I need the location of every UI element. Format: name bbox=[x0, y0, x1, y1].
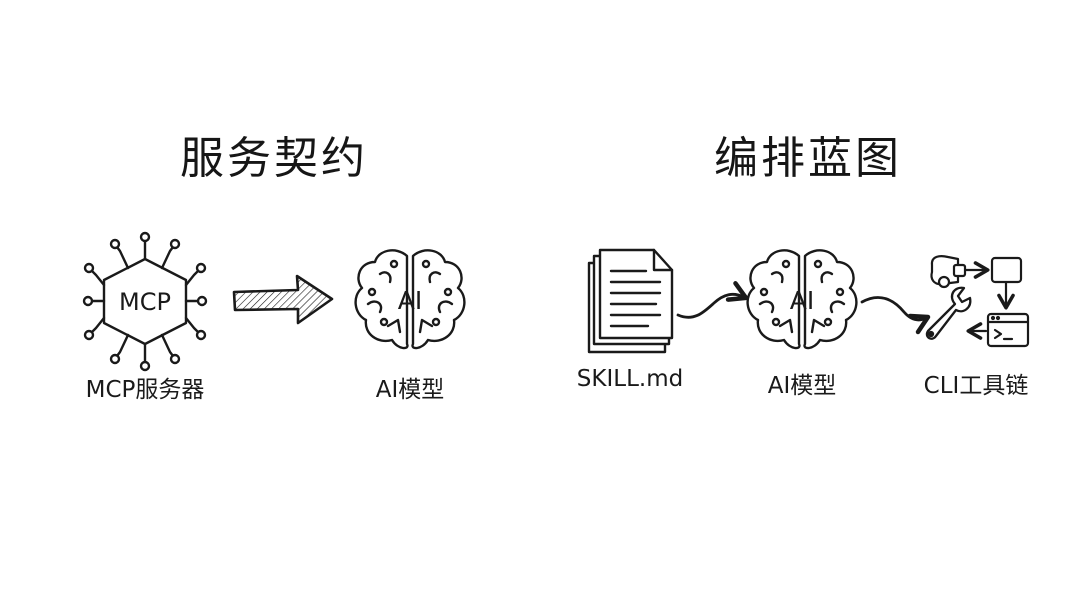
wrench-icon bbox=[927, 288, 970, 339]
mcp-hexagon-icon bbox=[84, 233, 206, 370]
label-ai-model-left: AI模型 bbox=[375, 377, 445, 403]
document-stack-icon bbox=[589, 250, 672, 352]
curved-arrow-icon bbox=[862, 297, 926, 320]
brain-icon bbox=[356, 250, 465, 348]
title-service-contract: 服务契约 bbox=[180, 133, 368, 184]
curved-arrow-icon bbox=[678, 294, 744, 317]
terminal-icon bbox=[970, 314, 1028, 346]
flowchart-icon bbox=[931, 256, 1021, 306]
brain-badge-text-right: AI bbox=[790, 286, 814, 315]
label-ai-model-right: AI模型 bbox=[767, 373, 837, 399]
mcp-badge-text: MCP bbox=[119, 288, 171, 316]
label-cli-toolchain: CLI工具链 bbox=[923, 373, 1029, 399]
title-orchestration-blueprint: 编排蓝图 bbox=[714, 133, 902, 184]
label-skill-md: SKILL.md bbox=[576, 366, 684, 392]
brain-badge-text-left: AI bbox=[398, 286, 422, 315]
label-mcp-server: MCP服务器 bbox=[85, 377, 205, 403]
thick-arrow-icon bbox=[234, 276, 332, 323]
brain-icon bbox=[748, 250, 857, 348]
